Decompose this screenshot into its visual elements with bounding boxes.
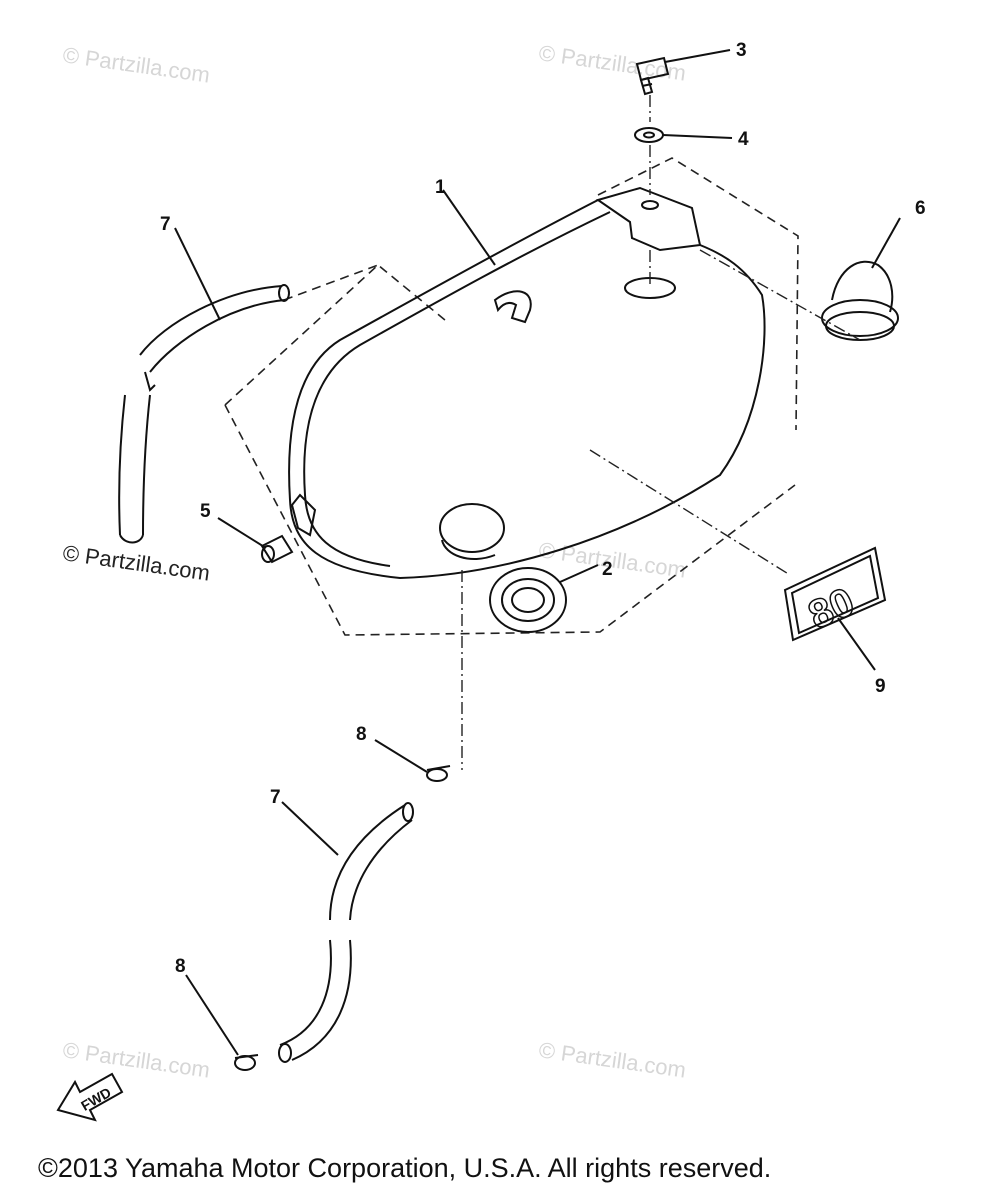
watermark-bottom-right: © Partzilla.com [537,1037,687,1082]
callout-8-lower: 8 [175,956,186,977]
callout-8-upper: 8 [356,724,367,745]
watermark-middle-left: © Partzilla.com [61,540,211,585]
callout-1: 1 [435,177,446,198]
emblem-decal: 80 [783,546,887,642]
cap-guide-line [699,249,861,341]
emblem-text: 80 [802,580,861,638]
fwd-arrow-icon: FWD [56,1072,124,1122]
fwd-label: FWD [78,1084,114,1114]
callout-7-lower: 7 [270,787,281,808]
washer [634,127,664,143]
assembly-outline [224,157,799,636]
callout-6: 6 [915,198,926,219]
callout-4: 4 [738,129,749,150]
copyright-notice: ©2013 Yamaha Motor Corporation, U.S.A. A… [38,1153,772,1183]
leader-lines [174,49,901,1056]
grommet [260,534,294,564]
watermark-top-left: © Partzilla.com [61,42,211,87]
emblem-guide-line [589,449,791,576]
callout-9: 9 [875,676,886,697]
hose-clamp-lower [234,1054,259,1071]
callout-3: 3 [736,40,747,61]
oil-level-window [489,567,567,633]
bolt [635,56,670,96]
callout-5: 5 [200,501,211,522]
lower-hose [278,802,414,1063]
upper-hose [118,284,290,544]
watermark-bottom-left: © Partzilla.com [61,1037,211,1082]
tank-cap [821,260,899,341]
callout-7-upper: 7 [160,214,171,235]
callout-2: 2 [602,559,613,580]
oil-tank [288,186,766,580]
hose-clamp-upper [426,765,451,782]
